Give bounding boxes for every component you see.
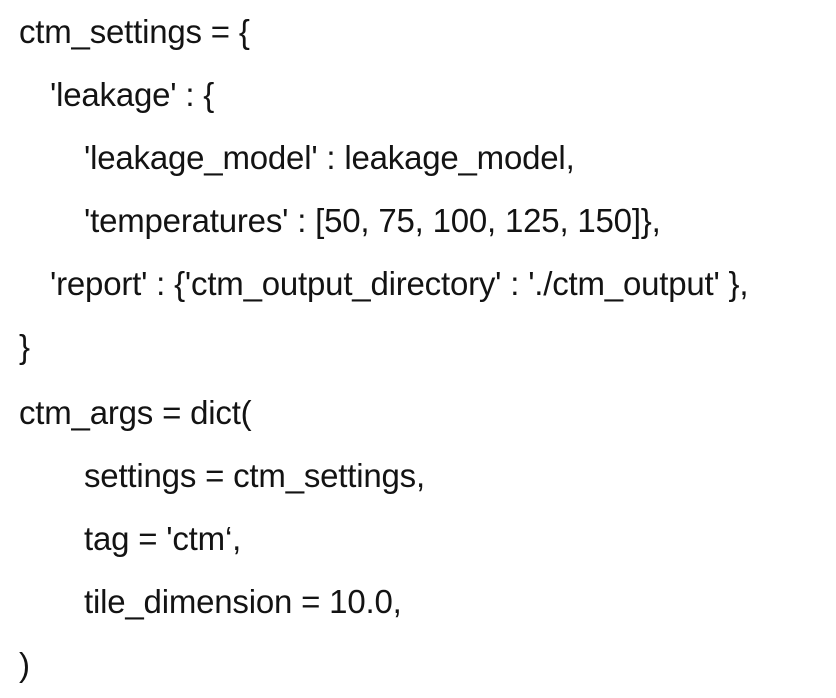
code-line: ctm_args = dict( xyxy=(19,394,252,431)
code-line: ) xyxy=(19,646,30,683)
code-line: tile_dimension = 10.0, xyxy=(84,583,402,620)
code-line: 'report' : {'ctm_output_directory' : './… xyxy=(50,265,749,302)
code-line: 'leakage_model' : leakage_model, xyxy=(84,139,575,176)
code-line: 'leakage' : { xyxy=(50,76,215,113)
code-line: settings = ctm_settings, xyxy=(84,457,425,494)
code-line: tag = 'ctm‘, xyxy=(84,520,242,557)
code-line: ctm_settings = { xyxy=(19,13,250,50)
code-line: } xyxy=(19,328,30,365)
code-line: 'temperatures' : [50, 75, 100, 125, 150]… xyxy=(84,202,661,239)
